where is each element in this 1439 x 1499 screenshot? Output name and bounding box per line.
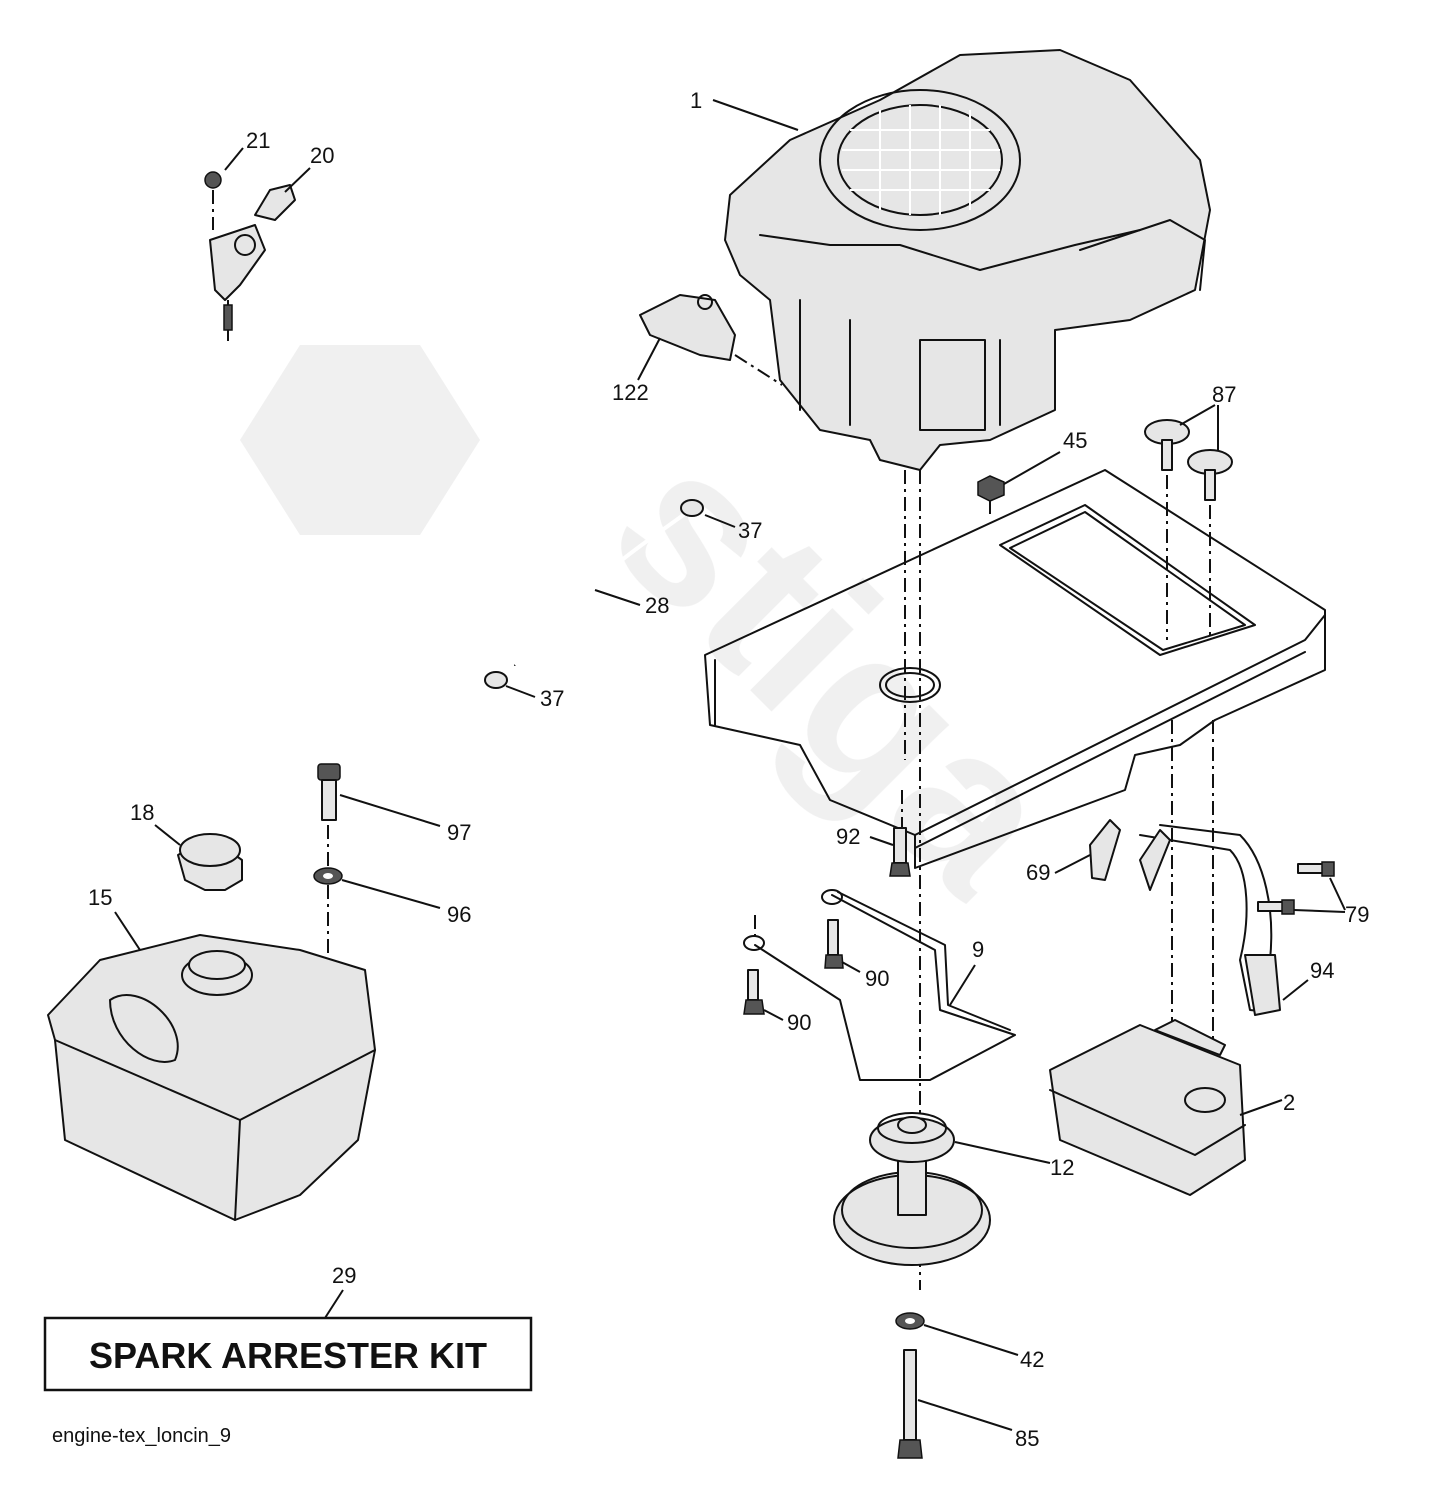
spark-arrester-kit-box[interactable]: SPARK ARRESTER KIT xyxy=(43,1316,533,1392)
fuel-hose[interactable] xyxy=(513,508,692,667)
part-number-1: 1 xyxy=(690,88,702,113)
part-number-85: 85 xyxy=(1015,1426,1039,1451)
exhaust-pipe[interactable] xyxy=(1139,824,1281,1016)
engine-screen-grid xyxy=(842,105,1000,215)
part-number-18: 18 xyxy=(130,800,154,825)
part-number-29: 29 xyxy=(332,1263,356,1288)
bolt-85[interactable] xyxy=(897,1349,923,1459)
knob-bolt-left[interactable] xyxy=(1144,419,1190,640)
part-number-45: 45 xyxy=(1063,428,1087,453)
part-number-96: 96 xyxy=(447,902,471,927)
bolt-90-lower[interactable] xyxy=(743,969,765,1015)
part-number-97: 97 xyxy=(447,820,471,845)
part-number-28: 28 xyxy=(645,593,669,618)
part-number-79: 79 xyxy=(1345,902,1369,927)
part-number-92: 92 xyxy=(836,824,860,849)
fuel-cap[interactable] xyxy=(177,833,243,891)
part-number-37-top: 37 xyxy=(738,518,762,543)
hose-clamp-bottom[interactable] xyxy=(484,671,508,689)
engine-pulley[interactable] xyxy=(833,1112,991,1266)
svg-text:stiga: stiga xyxy=(568,400,1106,938)
part-number-2: 2 xyxy=(1283,1090,1295,1115)
leader-1 xyxy=(712,99,799,131)
part-number-15: 15 xyxy=(88,885,112,910)
part-number-94: 94 xyxy=(1310,958,1334,983)
washer-96[interactable] xyxy=(313,867,343,885)
hose-clamp-top[interactable] xyxy=(680,499,704,517)
part-number-9: 9 xyxy=(972,937,984,962)
bolt-92[interactable] xyxy=(889,827,911,877)
fuel-tank[interactable] xyxy=(47,934,376,1221)
engine[interactable] xyxy=(724,49,1211,471)
exhaust-gasket[interactable] xyxy=(1089,819,1121,881)
part-number-87: 87 xyxy=(1212,382,1236,407)
throttle-control-bracket[interactable] xyxy=(204,171,296,345)
part-number-42: 42 xyxy=(1020,1347,1044,1372)
part-number-90-upper: 90 xyxy=(865,966,889,991)
screw-97[interactable] xyxy=(317,763,341,821)
exhaust-bolt-upper[interactable] xyxy=(1297,861,1335,877)
washer-42[interactable] xyxy=(895,1312,925,1330)
part-number-12: 12 xyxy=(1050,1155,1074,1180)
diagram-caption: engine-tex_loncin_9 xyxy=(52,1425,231,1447)
part-number-20: 20 xyxy=(310,143,334,168)
engine-mounting-plate[interactable] xyxy=(704,469,1326,869)
spark-arrester-kit-label: SPARK ARRESTER KIT xyxy=(89,1335,487,1376)
muffler[interactable] xyxy=(1049,1019,1246,1196)
part-number-37-bottom: 37 xyxy=(540,686,564,711)
flange-nut[interactable] xyxy=(977,475,1005,502)
part-number-69: 69 xyxy=(1026,860,1050,885)
part-number-90-lower: 90 xyxy=(787,1010,811,1035)
exhaust-bolt-lower[interactable] xyxy=(1257,899,1295,915)
part-number-122: 122 xyxy=(612,380,649,405)
bolt-90-upper[interactable] xyxy=(824,919,844,969)
part-number-21: 21 xyxy=(246,128,270,153)
knob-bolt-right[interactable] xyxy=(1187,449,1233,640)
heat-shield-part[interactable] xyxy=(639,294,736,361)
